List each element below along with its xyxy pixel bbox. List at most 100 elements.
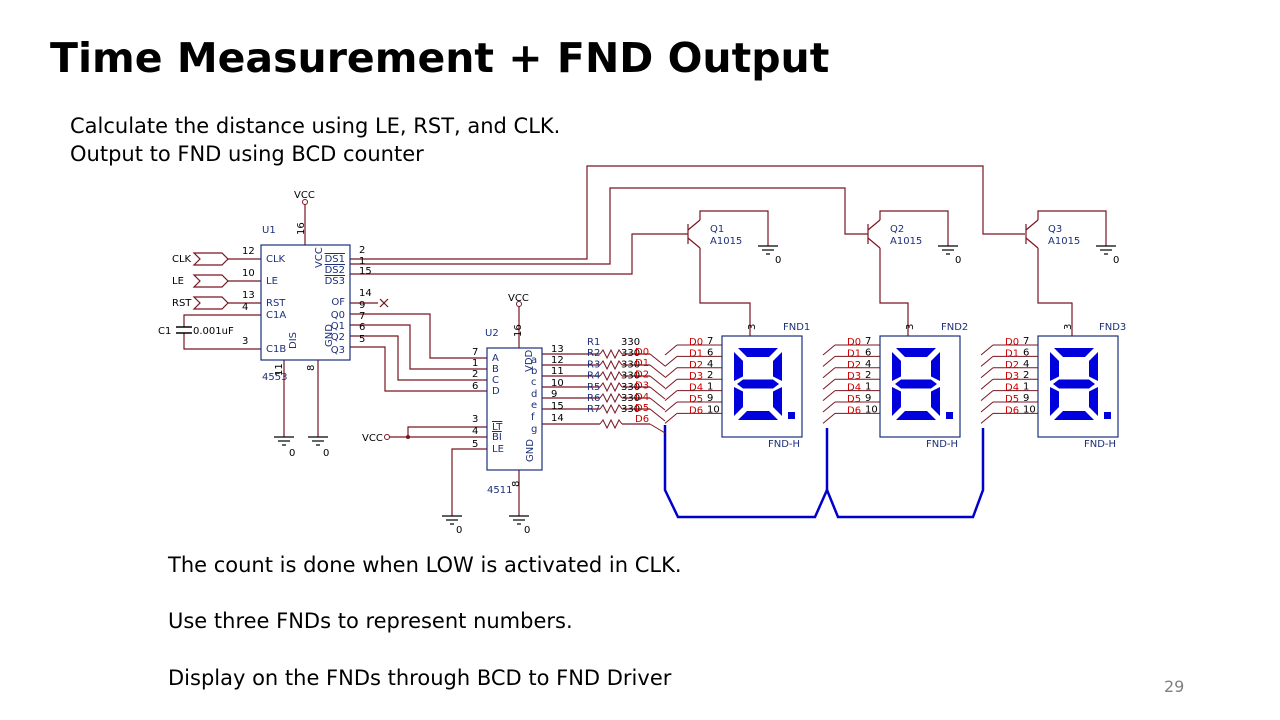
fnd-pin-num: 2 xyxy=(865,370,871,381)
resistor-ref: R5 xyxy=(587,382,600,393)
u2-gnd-label: GND xyxy=(525,439,536,462)
vcc-label: VCC xyxy=(362,433,383,444)
u1-pin-num: 13 xyxy=(242,290,255,301)
intro-text: Calculate the distance using LE, RST, an… xyxy=(70,112,560,168)
u1-pin-name: DS1 xyxy=(325,254,345,265)
bus-entries xyxy=(649,353,666,434)
vcc-symbols xyxy=(302,199,522,440)
fnd-common-pin: 3 xyxy=(747,324,758,330)
fnd-part: FND-H xyxy=(1084,439,1116,450)
u1-dis-label: DIS xyxy=(288,332,299,349)
fnd-pin-num: 4 xyxy=(865,359,871,370)
u2-vdd-label: VDD xyxy=(524,349,535,372)
fnd-display xyxy=(1037,335,1119,438)
resistor-value: 330 xyxy=(621,337,640,348)
fnd-ref: FND2 xyxy=(941,322,968,333)
fnd-net-label: D3 xyxy=(847,371,861,382)
u1-pin-num: 7 xyxy=(359,311,365,322)
data-bus xyxy=(663,425,985,519)
display-segment xyxy=(896,348,936,357)
u1-vcc-label: VCC xyxy=(314,247,325,268)
transistor-ref: Q3 xyxy=(1048,224,1062,235)
bus-net-label: D5 xyxy=(635,403,649,414)
u1-pin-name: Q1 xyxy=(331,321,345,332)
display-segment xyxy=(1053,379,1095,389)
u1-pin-num: 6 xyxy=(359,322,365,333)
resistor-ref: R1 xyxy=(587,337,600,348)
u1-pin-name: Q0 xyxy=(331,310,345,321)
fnd-ref: FND3 xyxy=(1099,322,1126,333)
u2-pin-name: BI xyxy=(492,432,502,443)
u2-pin-name: b xyxy=(531,366,537,377)
bus-net-label: D0 xyxy=(635,347,649,358)
fnd-common-pin: 3 xyxy=(905,324,916,330)
u1-pin-name: Q3 xyxy=(331,345,345,356)
resistor-value: 330 xyxy=(621,382,640,393)
display-segment xyxy=(1089,352,1098,381)
u1-ref: U1 xyxy=(262,225,276,236)
bus-net-label: D3 xyxy=(635,381,649,392)
vcc-label: VCC xyxy=(508,293,529,304)
u1-pin-num: 9 xyxy=(359,300,365,311)
u1-pin-name: C1A xyxy=(266,310,286,321)
fnd-pin-num: 10 xyxy=(1023,404,1036,415)
decimal-point xyxy=(946,412,953,419)
u2-ref: U2 xyxy=(485,328,499,339)
u1-pin-num: 1 xyxy=(359,256,365,267)
display-segment xyxy=(895,379,937,389)
fnd-net-label: D2 xyxy=(689,360,703,371)
bus-net-label: D4 xyxy=(635,392,649,403)
fnd-net-label: D2 xyxy=(1005,360,1019,371)
fnd-pin-num: 2 xyxy=(707,370,713,381)
transistor-part: A1015 xyxy=(710,236,742,247)
u2-pin-num: 14 xyxy=(551,413,564,424)
resistor-ref: R7 xyxy=(587,404,600,415)
fnd-net-label: D6 xyxy=(1005,405,1019,416)
display-segment xyxy=(737,379,779,389)
u1-pin-name: LE xyxy=(266,276,278,287)
fnd-net-label: D4 xyxy=(689,383,703,394)
resistor-ref: R2 xyxy=(587,348,600,359)
fnd-pin-num: 2 xyxy=(1023,370,1029,381)
u2-pin-name: A xyxy=(492,353,499,364)
u1-pin-num: 10 xyxy=(242,268,255,279)
note-1: The count is done when LOW is activated … xyxy=(168,553,682,577)
resistor-value: 330 xyxy=(621,348,640,359)
u2-pin-name: LT xyxy=(492,422,503,433)
u2-pin-name: C xyxy=(492,375,499,386)
u2-gnd-pin: 8 xyxy=(511,481,522,487)
display-segment xyxy=(734,387,743,416)
fnd-pin-num: 1 xyxy=(865,382,871,393)
transistor-part: A1015 xyxy=(1048,236,1080,247)
ground-symbols xyxy=(274,245,1116,525)
gnd-label: 0 xyxy=(775,255,781,266)
u1-pin-name: Q2 xyxy=(331,332,345,343)
display-segment xyxy=(896,411,936,420)
fnd-net-label: D0 xyxy=(1005,337,1019,348)
fnd-pin-num: 6 xyxy=(865,347,871,358)
fnd-net-label: D1 xyxy=(847,348,861,359)
fnd-pin-num: 4 xyxy=(1023,359,1029,370)
u1-pin-num: 14 xyxy=(359,288,372,299)
gnd-label: 0 xyxy=(955,255,961,266)
u2-pin-num: 12 xyxy=(551,355,564,366)
u1-pin-name: CLK xyxy=(266,254,286,265)
u2-pin-num: 5 xyxy=(472,439,478,450)
fnd-pin-num: 6 xyxy=(707,347,713,358)
transistor-ref: Q1 xyxy=(710,224,724,235)
resistor-ref: R4 xyxy=(587,371,600,382)
gnd-label: 0 xyxy=(456,525,462,536)
fnd-display xyxy=(721,335,803,438)
note-3: Display on the FNDs through BCD to FND D… xyxy=(168,666,672,690)
fnd-net-label: D6 xyxy=(689,405,703,416)
u1-gnd-label: GND xyxy=(324,324,335,347)
gnd-label: 0 xyxy=(1113,255,1119,266)
fnd-net-label: D5 xyxy=(689,394,703,405)
capacitor-ref: C1 xyxy=(158,326,171,337)
u2-pin-name: f xyxy=(531,412,535,423)
capacitor-value: 0.001uF xyxy=(193,326,234,337)
u1-pin-num: 4 xyxy=(242,302,248,313)
vcc-label: VCC xyxy=(294,190,315,201)
fnd-common-pin: 3 xyxy=(1063,324,1074,330)
resistor-ref: R6 xyxy=(587,393,600,404)
